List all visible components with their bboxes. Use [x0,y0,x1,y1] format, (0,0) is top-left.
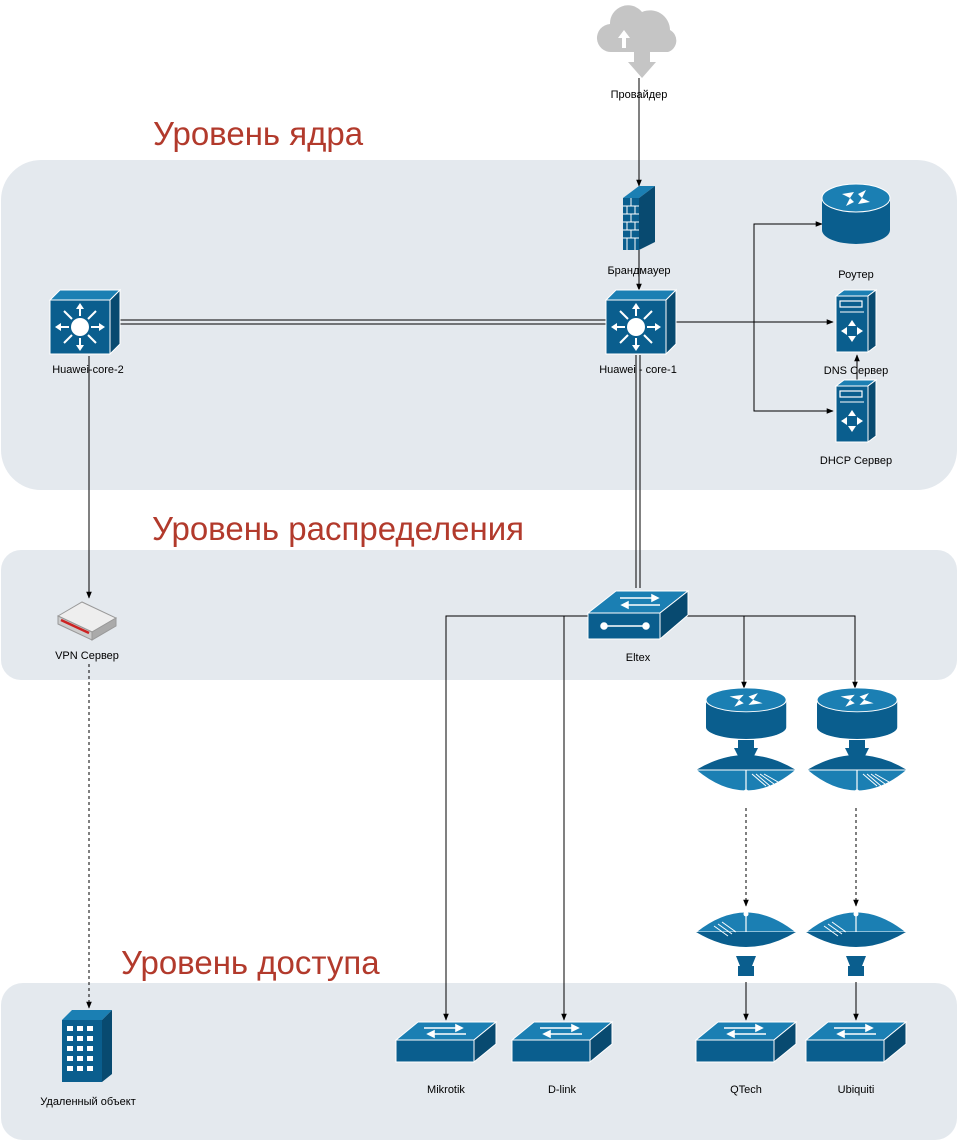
core1-label: Huawei - core-1 [599,364,677,376]
core2-node[interactable]: Huawei-core-2 [49,289,124,376]
router-node[interactable]: Роутер [821,183,891,281]
connections [86,78,860,1021]
receiver-dish-2[interactable] [804,911,908,977]
dish-icon [804,911,908,976]
relay-router-icon [705,687,787,740]
provider-label: Провайдер [611,89,668,101]
core-layer-title: Уровень ядра [153,115,364,152]
vpn-node[interactable]: VPN Сервер [55,601,119,662]
relay-router-icon [816,687,898,740]
eltex-node[interactable]: Eltex [586,589,690,664]
ubiquiti-label: Ubiquiti [838,1084,875,1096]
layer3-switch-icon [605,289,677,355]
provider-node[interactable]: Провайдер [596,5,677,101]
link-eltex-dish2 [744,615,858,689]
dlink-label: D-link [548,1084,577,1096]
switch-icon [695,1021,797,1063]
vpn-appliance-icon [56,601,118,641]
dhcp-node[interactable]: DHCP Сервер [820,379,892,467]
dish-icon [694,911,798,976]
receiver-dish-1[interactable] [694,911,798,977]
server-icon [835,379,877,443]
dns-node[interactable]: DNS Сервер [824,289,888,377]
switch-icon [805,1021,907,1063]
dish-icon [806,739,908,796]
remote-node[interactable]: Удаленный объект [40,1010,136,1108]
cloud-upload-icon [596,5,677,78]
relay-2[interactable] [806,687,908,796]
qtech-label: QTech [730,1084,762,1096]
access-layer-title: Уровень доступа [121,944,380,981]
qtech-node[interactable]: QTech [695,1021,797,1096]
dish-icon [695,739,797,796]
relay-1[interactable] [695,687,797,796]
firewall-label: Брандмауер [607,265,670,277]
mikrotik-label: Mikrotik [427,1084,465,1096]
ubiquiti-node[interactable]: Ubiquiti [805,1021,907,1096]
core2-label: Huawei-core-2 [52,364,124,376]
remote-label: Удаленный объект [40,1096,135,1108]
link-core1-router [753,221,823,322]
distribution-layer-title: Уровень распределения [152,510,524,547]
distribution-layer-panel [1,550,957,680]
vpn-label: VPN Сервер [55,650,119,662]
switch-icon [511,1021,613,1063]
switch-icon [586,589,690,641]
firewall-node[interactable]: Брандмауер [607,186,671,277]
dhcp-label: DHCP Сервер [820,455,892,467]
building-icon [62,1010,112,1082]
link-core1-dhcp [753,322,834,414]
core1-node[interactable]: Huawei - core-1 [599,289,677,376]
dns-label: DNS Сервер [824,365,888,377]
router-label: Роутер [838,269,874,281]
server-icon [835,289,877,353]
core-layer-panel [1,160,957,490]
router-icon [821,183,891,245]
switch-icon [395,1021,497,1063]
dlink-node[interactable]: D-link [511,1021,613,1096]
layer3-switch-icon [49,289,121,355]
mikrotik-node[interactable]: Mikrotik [395,1021,497,1096]
link-eltex-mikrotik [443,615,590,1021]
firewall-icon [623,186,655,250]
eltex-label: Eltex [626,652,651,664]
